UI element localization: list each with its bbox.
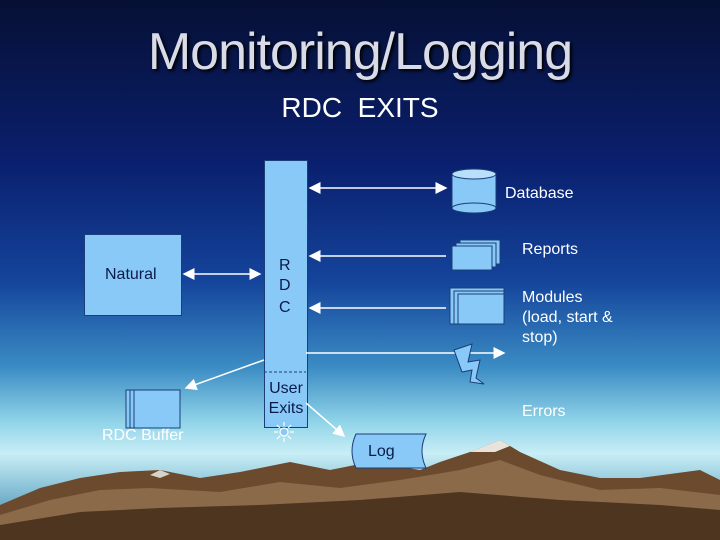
natural-box: Natural xyxy=(84,234,182,316)
reports-stack-icon xyxy=(451,239,501,271)
rdc-letter-c: C xyxy=(279,299,291,316)
log-connector xyxy=(305,402,346,437)
buffer-connector xyxy=(184,359,265,391)
page-title: Monitoring/Logging xyxy=(147,23,573,81)
rdc-letter-r: R xyxy=(279,257,291,274)
modules-label: Modules (load, start & stop) xyxy=(522,289,613,346)
reports-label: Reports xyxy=(522,241,579,258)
rdc-letter-d: D xyxy=(279,277,291,294)
lightning-icon xyxy=(453,343,485,385)
rdc-buffer-label: RDC Buffer xyxy=(102,427,184,444)
errors-label: Errors xyxy=(522,403,566,420)
log-label: Log xyxy=(368,443,395,460)
database-label: Database xyxy=(505,185,574,202)
modules-stack-icon xyxy=(449,287,505,325)
buffer-icon xyxy=(125,389,181,429)
page-subtitle: RDC EXITS xyxy=(281,92,439,123)
log-scroll-icon xyxy=(351,433,427,469)
user-exits-label: User Exits xyxy=(268,380,304,417)
database-icon xyxy=(451,168,497,214)
natural-label: Natural xyxy=(105,266,157,283)
gear-icon xyxy=(274,422,294,442)
rdc-bar xyxy=(264,160,308,428)
